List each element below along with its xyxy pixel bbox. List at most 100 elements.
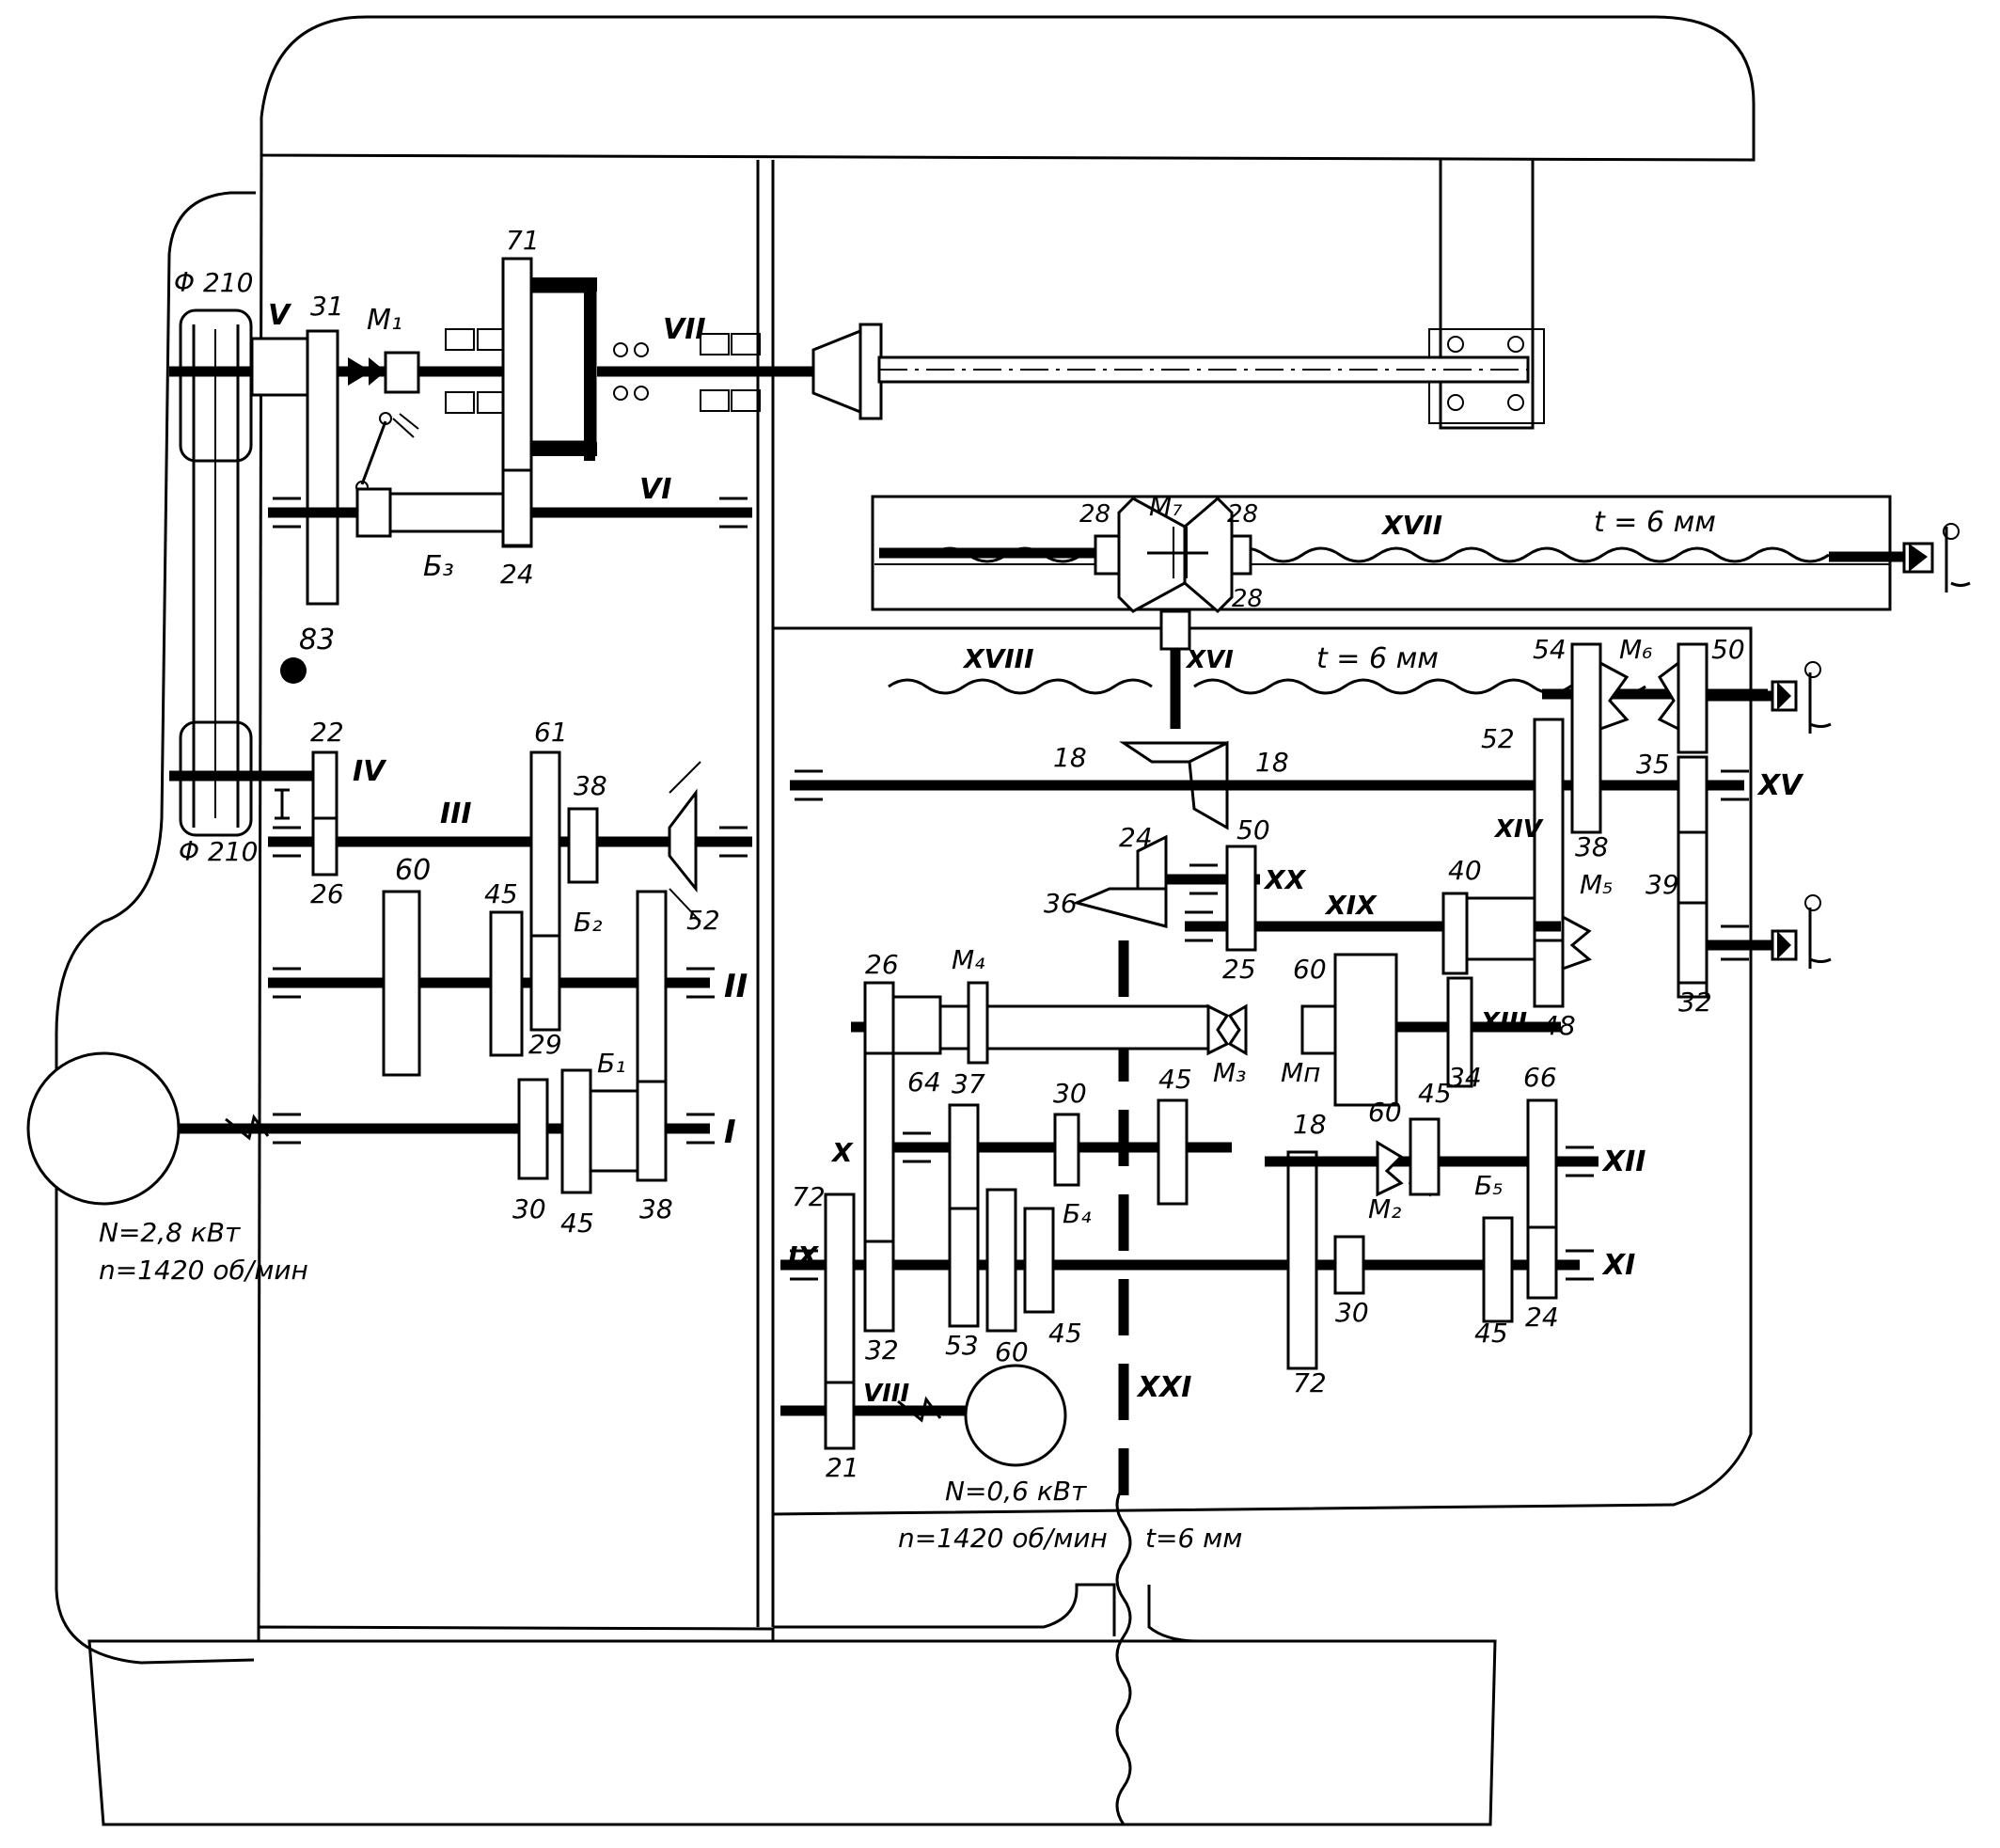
label-z38-iii: 38 (574, 770, 607, 801)
label-z24-vi: 24 (500, 559, 534, 590)
gear-30-xi (1333, 1235, 1365, 1295)
label-clutch-mp: Mп (1281, 1057, 1320, 1088)
gear-38-iii (567, 807, 599, 884)
label-z72-xi: 72 (1293, 1367, 1327, 1398)
feed-gearbox (780, 642, 1832, 1825)
node-83 (280, 657, 307, 684)
label-block-b5: Б₅ (1474, 1170, 1503, 1201)
label-shaft-X: X (830, 1137, 854, 1168)
label-z30-i: 30 (512, 1193, 546, 1224)
label-z32-ix: 32 (865, 1335, 899, 1366)
label-clutch-m5: M₅ (1580, 869, 1613, 900)
label-shaft-XII: XII (1601, 1145, 1646, 1178)
gear-35 (1677, 755, 1709, 834)
label-z45-ix: 45 (1048, 1318, 1082, 1349)
spindle-group (169, 257, 1530, 837)
label-shaft-V: V (268, 299, 292, 332)
label-z18-b: 18 (1255, 747, 1289, 778)
label-z24-xx: 24 (1119, 822, 1153, 853)
label-z45-xii: 45 (1418, 1078, 1452, 1109)
label-shaft-XVI: XVI (1185, 646, 1234, 674)
gearbox-spindle (26, 750, 752, 1206)
label-pulley-top: Φ 210 (174, 267, 253, 298)
label-z30-xi: 30 (1335, 1297, 1369, 1328)
label-z22: 22 (310, 717, 344, 748)
label-shaft-III: III (440, 798, 472, 830)
gear-54 (1570, 642, 1602, 834)
label-z60-mp: 60 (1293, 954, 1327, 985)
label-z45-i: 45 (560, 1208, 594, 1239)
gear-50-xx (1225, 845, 1257, 952)
label-z50-xv: 50 (1711, 634, 1745, 665)
label-block-b4: Б₄ (1063, 1198, 1091, 1229)
gear-60-ii (382, 890, 421, 1077)
label-z60-xi: 60 (1368, 1097, 1402, 1128)
label-shaft-XI: XI (1601, 1249, 1635, 1282)
label-z48: 48 (1542, 1010, 1576, 1041)
label-shaft-VI: VI (639, 473, 671, 506)
label-z39: 39 (1646, 869, 1679, 900)
label-shaft-XXI: XXI (1136, 1371, 1191, 1404)
gear-29 (529, 934, 561, 1032)
gear-24-xi (1526, 1221, 1558, 1300)
label-z36: 36 (1044, 888, 1078, 919)
gear-26-iii (311, 816, 339, 877)
label-clutch-m7: M₇ (1149, 491, 1183, 522)
label-z21: 21 (826, 1452, 859, 1483)
gear-45-ii (489, 910, 524, 1057)
label-z32-xv: 32 (1678, 987, 1712, 1018)
gear-72-xi (1286, 1150, 1318, 1370)
gear-48 (1533, 939, 1565, 1008)
gear-45-i (560, 1068, 592, 1194)
label-shaft-II: II (724, 968, 748, 1005)
gear-32-xv (1677, 901, 1709, 985)
label-z72-ix: 72 (792, 1181, 826, 1212)
gear-32-ix (863, 1240, 895, 1333)
gear-61 (529, 750, 561, 938)
label-z24-xi: 24 (1525, 1302, 1559, 1333)
gear-38-i (636, 1080, 668, 1182)
label-shaft-VIII: VIII (863, 1380, 909, 1408)
label-block-b2: Б₂ (574, 907, 602, 938)
label-clutch-m2: M₂ (1368, 1193, 1401, 1224)
gear-50-xv (1677, 642, 1709, 754)
label-z26-x: 26 (865, 949, 899, 980)
label-z29: 29 (528, 1029, 562, 1060)
label-z83: 83 (299, 624, 335, 656)
gear-45-xii (1409, 1117, 1441, 1196)
label-clutch-m4: M₄ (952, 944, 984, 975)
label-z28-b: 28 (1227, 500, 1258, 529)
label-shaft-VII: VII (663, 313, 706, 346)
gear-64 (863, 1051, 895, 1262)
label-z53: 53 (945, 1330, 979, 1361)
label-clutch-m1: M₁ (367, 304, 402, 337)
label-z28-c: 28 (1232, 585, 1263, 613)
label-z35: 35 (1636, 749, 1670, 780)
gear-30-x (1053, 1113, 1080, 1187)
main-motor (26, 1051, 181, 1206)
gear-53 (948, 1207, 980, 1328)
label-main-motor-speed: n=1420 об/мин (99, 1255, 308, 1286)
gear-45-x (1157, 1098, 1189, 1206)
feed-motor (964, 1364, 1067, 1467)
label-z38-i: 38 (639, 1193, 673, 1224)
label-shaft-I: I (724, 1114, 736, 1151)
label-z60-ii: 60 (395, 854, 431, 887)
label-shaft-XX: XX (1263, 864, 1307, 895)
label-z66: 66 (1523, 1062, 1557, 1093)
label-shaft-XVIII: XVIII (962, 643, 1034, 674)
gear-34 (1446, 976, 1473, 1088)
label-z34: 34 (1448, 1062, 1482, 1093)
mp-clutch (1333, 953, 1398, 1107)
label-shaft-IV: IV (353, 755, 387, 788)
gear-31 (306, 329, 339, 606)
label-shaft-XIII: XIII (1479, 1008, 1527, 1036)
label-z18-xi: 18 (1293, 1109, 1327, 1140)
label-pitch-xxi: t=6 мм (1145, 1523, 1242, 1554)
label-z28-a: 28 (1079, 500, 1110, 529)
label-shaft-IX: IX (788, 1240, 819, 1271)
label-z45-ii: 45 (484, 878, 518, 909)
label-z26-iii: 26 (310, 878, 344, 909)
label-z40: 40 (1448, 855, 1482, 886)
